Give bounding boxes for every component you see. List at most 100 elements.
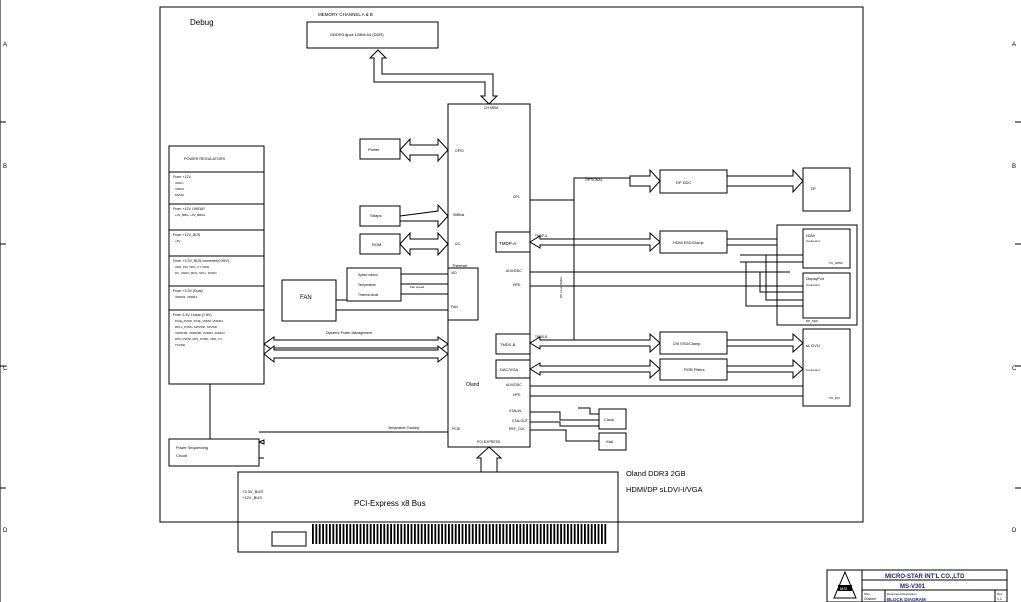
pci-finger xyxy=(601,524,603,544)
pci-finger xyxy=(420,524,423,544)
rgb-filter-label: RGB Filters xyxy=(684,367,705,372)
rom-arrow xyxy=(399,231,449,257)
optional-label: OPTIONAL xyxy=(585,178,603,182)
temp-tracking-label: Temperature Tracking xyxy=(388,426,419,430)
regulators-box xyxy=(168,145,265,385)
hdmi-connector-label: HDMI xyxy=(806,234,815,238)
pci-finger xyxy=(414,524,416,544)
sldvi-out: TO_DVI xyxy=(829,396,840,400)
gpu-xtalout: XTALOUT xyxy=(512,419,529,423)
dac-arrow-left xyxy=(529,358,661,380)
dvi-level-label: DVI ESD/Clamp xyxy=(673,342,700,346)
pci-finger xyxy=(563,524,566,544)
gpu-hpd: HPD xyxy=(513,283,521,287)
gpu-thermal-box xyxy=(447,267,479,321)
power-delivery-arrow xyxy=(263,344,449,364)
pci-finger xyxy=(604,524,607,544)
gpu-refclk: REF_CLK xyxy=(509,427,525,431)
pci-finger xyxy=(366,524,369,544)
regulator-section-head: From +12V LINEAR xyxy=(173,207,205,211)
displayport-label: DisplayPort xyxy=(806,277,824,281)
pci-finger xyxy=(417,524,420,544)
gpu-xtalin: XTALIN xyxy=(509,409,521,413)
gpu-dp1: DP1 xyxy=(513,195,520,199)
regulator-rail: VDDR3, VDDR4 xyxy=(175,295,197,299)
pci-finger xyxy=(539,524,542,544)
pci-finger xyxy=(482,524,484,544)
tmdsb-arrow-left xyxy=(529,332,661,354)
pci-finger xyxy=(373,524,375,544)
regulator-section-head: From +12V xyxy=(173,175,191,179)
gpu-vid: VID xyxy=(451,271,457,275)
frame-row-c: C xyxy=(3,366,8,372)
pci-finger xyxy=(318,524,321,544)
pci-finger xyxy=(492,524,494,544)
pci-finger xyxy=(444,524,447,544)
regulator-rail: PCIE_PVDD, PCIE_VDDR, VDDR4 xyxy=(175,319,223,323)
gpu-tmds-label: TMDP-A xyxy=(499,241,516,246)
pci-finger xyxy=(454,524,457,544)
pci-finger xyxy=(478,524,481,544)
pci-finger xyxy=(567,524,569,544)
power-gpio-arrow xyxy=(399,137,449,163)
frame-row-d-right: D xyxy=(1012,528,1017,534)
regulator-rail: DC_VDDC_BUS, SPLL, DVDD xyxy=(175,271,217,275)
gpu-top-label: CH MEM xyxy=(484,106,498,110)
pci-finger xyxy=(431,524,433,544)
regulator-section-head: From +3.3V (Dual) xyxy=(173,289,203,293)
pci-finger xyxy=(434,524,437,544)
clock-box xyxy=(598,408,627,430)
pci-finger xyxy=(594,524,596,544)
regulator-rail: TSVDD xyxy=(175,343,186,347)
regulator-rail: MVDD xyxy=(175,193,185,197)
thermal-diode-label: Thermal diode xyxy=(358,293,379,297)
power-box-label: Power xyxy=(368,147,380,152)
gpu-gpio: GPIO xyxy=(455,149,464,153)
optional-side-label: DP Level Shifter xyxy=(559,276,563,298)
pci-finger xyxy=(475,524,477,544)
company-name: MICRO-STAR INT'L CO.,LTD xyxy=(885,574,965,580)
regulator-rail: DP0_PVDD, DP1_PVDD, VDD_CT xyxy=(175,337,222,341)
sldvi-box xyxy=(802,328,851,407)
pci-finger xyxy=(499,524,501,544)
regulators-title: POWER REGULATORS xyxy=(184,157,226,161)
memory-box-label: GDDR3 8pcs 128bit 64 (DDR) xyxy=(330,32,384,37)
pci-finger xyxy=(312,524,314,544)
pci-finger xyxy=(403,524,406,544)
rev-label: Rev xyxy=(997,592,1003,596)
pci-finger xyxy=(570,524,573,544)
hdmi-connector-sub: Connector xyxy=(806,239,820,243)
pci-finger xyxy=(580,524,583,544)
dp-top-arrow-left xyxy=(629,168,661,194)
pci-finger xyxy=(424,524,426,544)
frame-row-b: B xyxy=(3,164,7,170)
regulator-section-head: From +3.3V_BUS converter(0.95V) xyxy=(173,259,229,263)
pci-finger xyxy=(546,524,549,544)
pci-finger xyxy=(332,524,335,544)
dvi-arrow-right xyxy=(726,332,804,354)
gpu-tmdsb-label: TMDS-B xyxy=(500,342,516,347)
pci-finger xyxy=(509,524,511,544)
regulator-section-head: From 3.3V Linear (1.8V) xyxy=(173,313,212,317)
pci-finger xyxy=(359,524,362,544)
pci-notch xyxy=(271,531,307,547)
fan-box-label: FAN xyxy=(300,295,312,301)
product-line-1: Oland DDR3 2GB xyxy=(626,469,686,478)
frame-row-c-right: C xyxy=(1012,366,1017,372)
pci-finger xyxy=(526,524,528,544)
gpu-pci-bottom: PCI EXPRESS xyxy=(477,440,501,444)
regulator-rail: DPLL_PVDD, MPVDD, SPVDD xyxy=(175,325,218,329)
pci-finger xyxy=(505,524,508,544)
gpu-hpd2: HPD xyxy=(513,393,521,397)
dynamic-power-arrow xyxy=(263,336,449,352)
pci-finger xyxy=(536,524,539,544)
sequencing-line2: Circuit xyxy=(176,454,188,458)
gpu-aux: AUX/DDC xyxy=(506,269,522,273)
frame-row-a: A xyxy=(3,42,7,48)
tmds-arrow-left xyxy=(529,231,661,253)
hdmi-connector-out: TO_HDMI xyxy=(829,261,843,265)
product-line-2: HDMI/DP sLDVI-I/VGA xyxy=(626,485,703,494)
gpu-tmdsb-box xyxy=(495,333,531,355)
pci-finger xyxy=(556,524,559,544)
